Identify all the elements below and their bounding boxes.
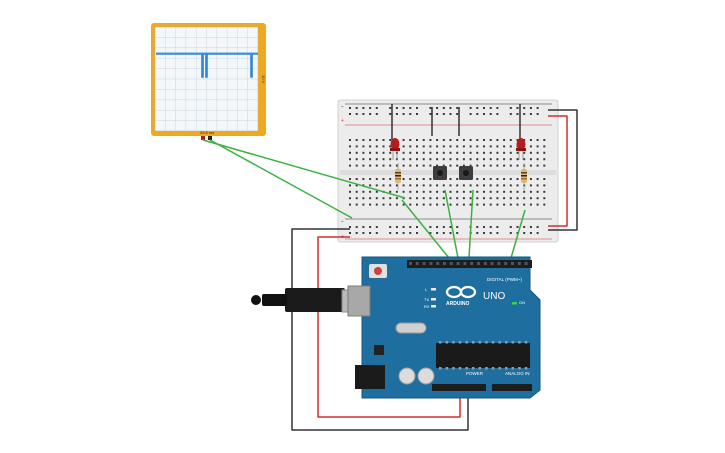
analog-in-label: ANALOG IN: [505, 371, 530, 376]
capacitor-2: [417, 367, 435, 385]
oscilloscope-time-label: 39.8 ms: [200, 130, 214, 135]
wires: [202, 104, 578, 431]
pushbutton-right[interactable]: [459, 166, 473, 180]
wire-button2-to-d11[interactable]: [468, 189, 474, 259]
arduino-model-label: UNO: [483, 291, 505, 302]
power-label: POWER: [466, 371, 484, 376]
breadboard[interactable]: + − + −: [337, 99, 559, 243]
breadboard-holes: [349, 107, 546, 234]
wire-rail-power-right[interactable]: [548, 115, 568, 227]
atmega-chip: [436, 343, 530, 368]
wire-rail-ground-right[interactable]: [548, 109, 578, 231]
wire-scope-probe-1[interactable]: [202, 139, 406, 199]
power-jack: [355, 365, 385, 389]
led-rx: [431, 305, 436, 308]
wire-power-5v[interactable]: [317, 236, 461, 418]
voltage-regulator: [374, 345, 384, 355]
pushbutton-left[interactable]: [433, 166, 447, 180]
resistor-right[interactable]: [521, 163, 527, 190]
capacitor-1: [398, 367, 416, 385]
usb-jack: [347, 285, 371, 317]
wire-led2-to-d2[interactable]: [510, 209, 526, 259]
l-label: L: [425, 287, 428, 292]
oscilloscope-probe-positive[interactable]: [201, 136, 205, 140]
led-on: [512, 302, 517, 305]
resistor-left[interactable]: [395, 163, 401, 190]
breadboard-center-channel: [340, 170, 556, 175]
wire-scope-probe-2[interactable]: [209, 139, 353, 219]
led-right[interactable]: [516, 138, 526, 160]
led-tx: [431, 298, 436, 301]
wire-led1-to-d13[interactable]: [401, 199, 450, 259]
wire-power-gnd[interactable]: [291, 228, 469, 431]
tx-label: TX: [424, 297, 429, 302]
rail-minus-label-top: −: [341, 104, 344, 110]
power-header: [432, 384, 486, 391]
led-l: [431, 288, 436, 291]
rx-label: RX: [424, 304, 430, 309]
crystal: [395, 322, 427, 334]
oscilloscope-probe-negative[interactable]: [208, 136, 212, 140]
led-left[interactable]: [390, 138, 400, 160]
rail-minus-label-bottom: −: [341, 219, 344, 225]
arduino-uno-board[interactable]: ARDUINO UNO DIGITAL (PWM~) POWER ANALOG …: [347, 256, 541, 399]
on-label: ON: [519, 300, 525, 305]
analog-header: [492, 384, 532, 391]
rail-plus-label-top: +: [341, 118, 344, 124]
arduino-infinity-logo: [445, 285, 477, 299]
oscilloscope[interactable]: 10 V 39.8 ms: [151, 23, 266, 140]
arduino-brand-label: ARDUINO: [446, 301, 469, 307]
oscilloscope-volt-label: 10 V: [261, 75, 266, 84]
digital-pwm-label: DIGITAL (PWM~): [487, 277, 522, 282]
oscilloscope-trace: [156, 52, 258, 78]
wire-button1-to-d12[interactable]: [444, 189, 459, 259]
digital-header: [407, 260, 532, 268]
